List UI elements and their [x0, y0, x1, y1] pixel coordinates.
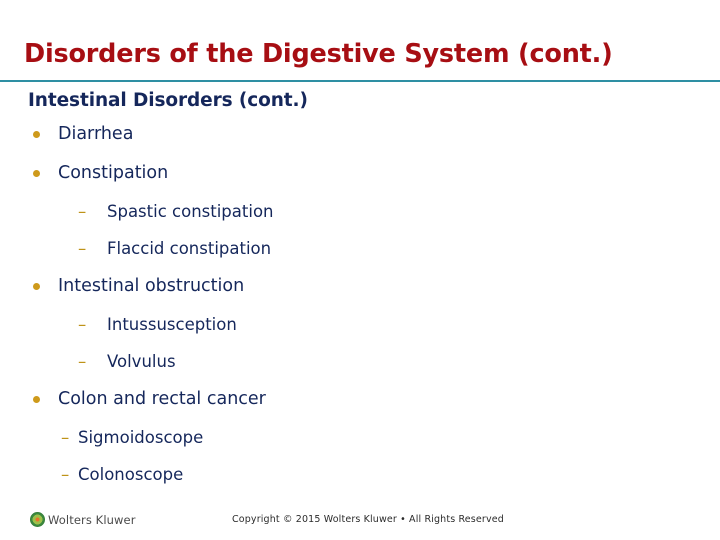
list-item: Colon and rectal cancer [0, 389, 720, 409]
list-item: – Intussusception [0, 315, 720, 334]
bullet-dash-icon: – [78, 202, 87, 221]
list-item-label: Colon and rectal cancer [58, 389, 266, 409]
bullet-dot-icon [33, 283, 40, 290]
list-item: –Colonoscope [0, 465, 720, 484]
wolters-kluwer-logo-icon [30, 512, 45, 527]
list-item: Diarrhea [0, 124, 720, 144]
list-item-label: Spastic constipation [107, 202, 274, 221]
bullet-dash-icon: – [78, 315, 87, 334]
list-item: Constipation [0, 163, 720, 183]
list-item: –Sigmoidoscope [0, 428, 720, 447]
list-item: Intestinal obstruction [0, 276, 720, 296]
slide-footer: Wolters Kluwer Copyright © 2015 Wolters … [0, 506, 720, 540]
list-item-label: Constipation [58, 163, 169, 183]
bullet-dash-icon: – [78, 352, 87, 371]
bullet-dot-icon [33, 396, 40, 403]
list-item: – Flaccid constipation [0, 239, 720, 258]
title-divider [0, 80, 720, 82]
brand-name-label: Wolters Kluwer [48, 512, 136, 527]
bullet-dot-icon [33, 131, 40, 138]
bullet-dot-icon [33, 170, 40, 177]
list-item-label: Intestinal obstruction [58, 276, 245, 296]
bullet-dash-icon: – [61, 428, 70, 447]
section-subheading: Intestinal Disorders (cont.) [28, 90, 308, 111]
list-item-label: Diarrhea [58, 124, 134, 144]
page-title: Disorders of the Digestive System (cont.… [24, 39, 613, 69]
list-item: – Volvulus [0, 352, 720, 371]
bullet-dash-icon: – [78, 239, 87, 258]
brand-lockup: Wolters Kluwer [30, 512, 136, 527]
list-item-label: Sigmoidoscope [78, 428, 204, 447]
copyright-notice: Copyright © 2015 Wolters Kluwer • All Ri… [232, 514, 504, 525]
list-item-label: Volvulus [107, 352, 176, 371]
list-item-label: Colonoscope [78, 465, 184, 484]
list-item-label: Intussusception [107, 315, 237, 334]
list-item-label: Flaccid constipation [107, 239, 272, 258]
bullet-dash-icon: – [61, 465, 70, 484]
list-item: – Spastic constipation [0, 202, 720, 221]
